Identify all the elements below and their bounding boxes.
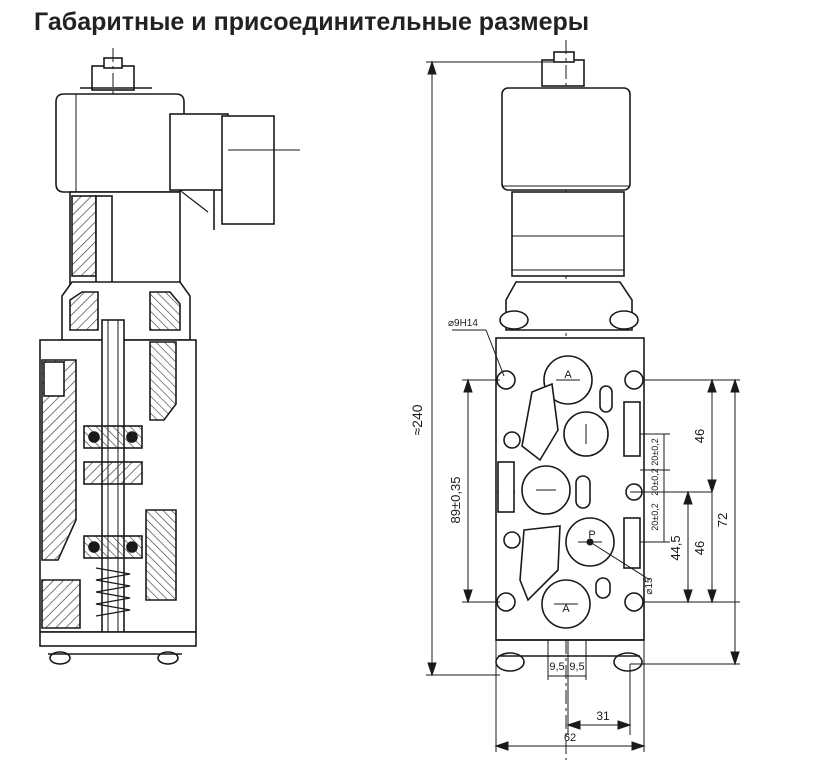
dim-31: 31 <box>596 709 610 723</box>
port-label-mid: P <box>588 529 595 541</box>
dim-72: 72 <box>715 513 730 527</box>
dim-9-5-b: 9,5 <box>569 661 584 673</box>
dim-overall-height: ≈240 <box>409 404 425 435</box>
dim-20-b: 20±0,2 <box>650 468 660 495</box>
page-title: Габаритные и присоединительные размеры <box>34 8 590 36</box>
section-view <box>39 48 300 665</box>
dim-20-c: 20±0,2 <box>650 503 660 530</box>
dim-port-diam: ⌀15 <box>644 577 655 595</box>
dim-44-5: 44,5 <box>668 535 683 560</box>
dimension-lines <box>426 60 740 752</box>
dim-46-lower: 46 <box>692 541 707 555</box>
dim-hole-spacing: 89±0,35 <box>448 477 463 524</box>
port-label-top: A <box>564 369 572 381</box>
dim-62: 62 <box>564 732 576 744</box>
port-label-bottom: A <box>562 603 570 615</box>
dim-46-upper: 46 <box>692 429 707 443</box>
front-view <box>495 40 645 760</box>
dim-hole-fit: ⌀9H14 <box>448 318 478 329</box>
dim-20-a: 20±0,2 <box>650 438 660 465</box>
dim-9-5-a: 9,5 <box>549 661 564 673</box>
